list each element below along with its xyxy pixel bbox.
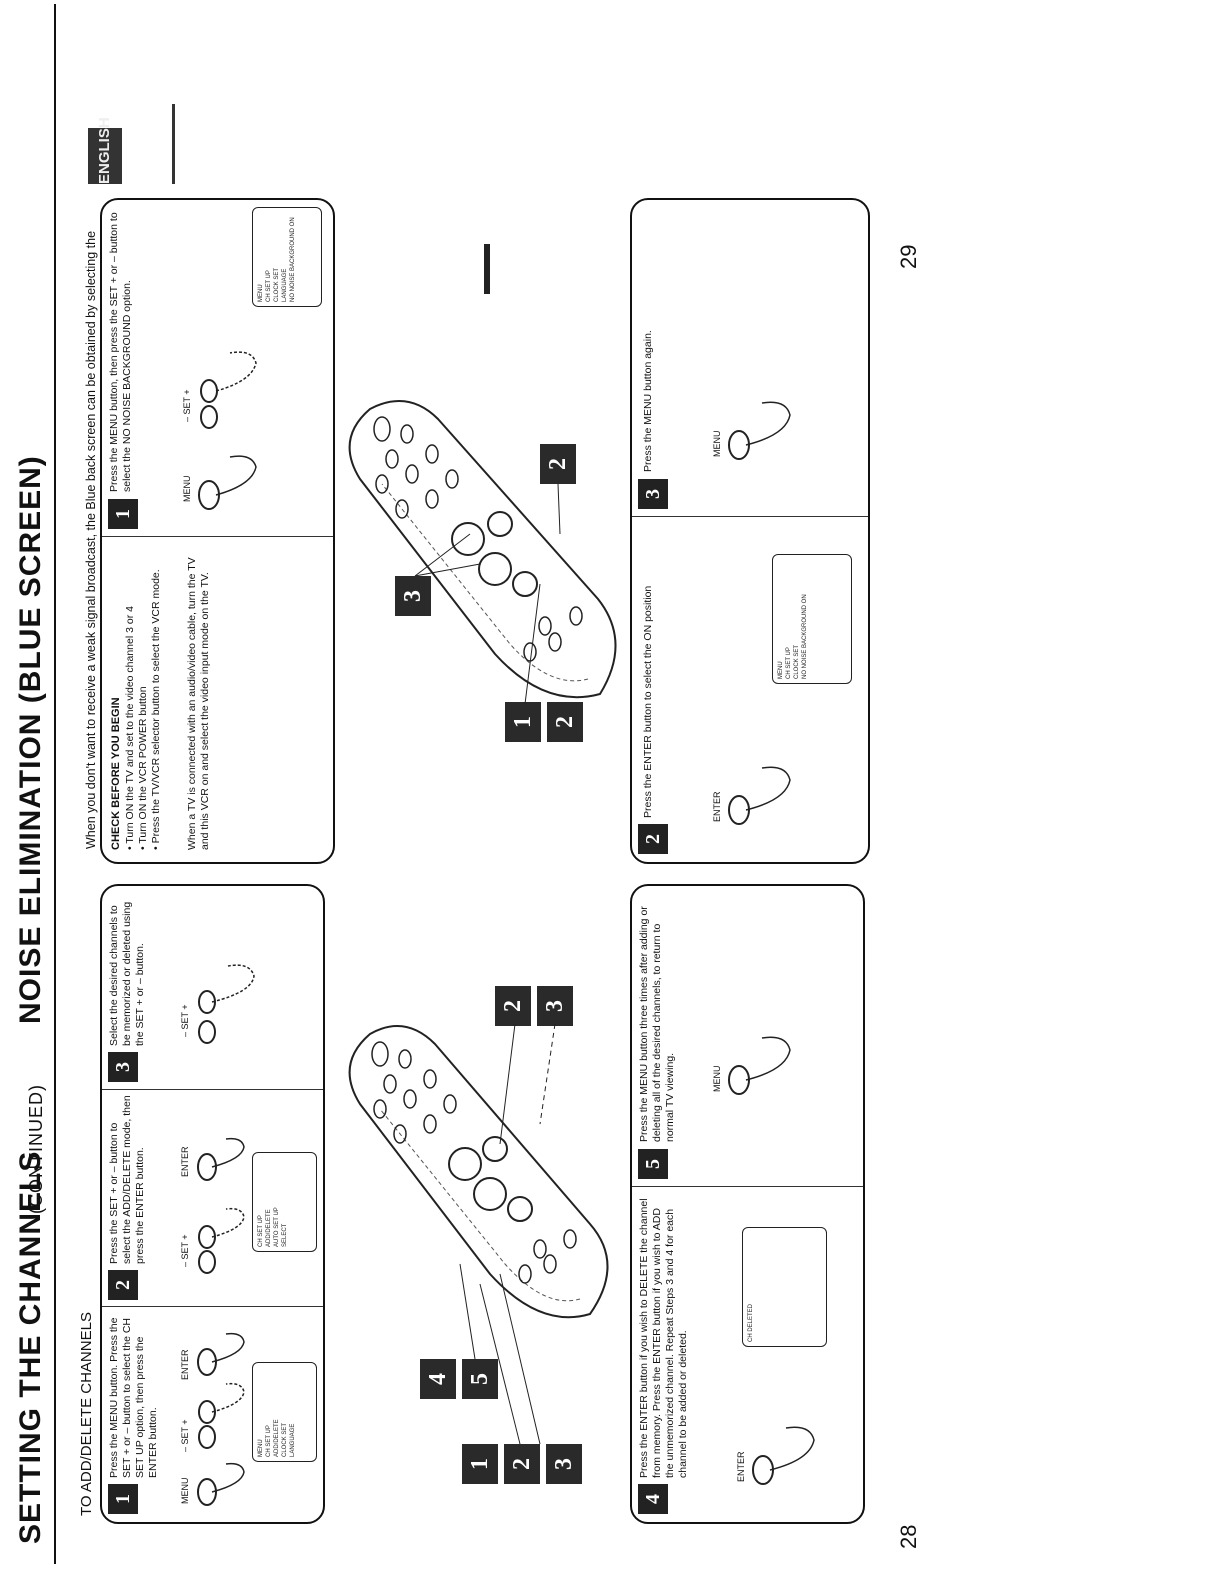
continued-label: (CONTINUED)	[26, 1084, 46, 1214]
right-step-3-text: Press the MENU button again.	[642, 330, 654, 472]
menu-label: MENU	[712, 1065, 722, 1093]
remote-control-icon	[348, 1025, 609, 1319]
right-step-1-text: Press the MENU button, then press the SE…	[108, 212, 133, 492]
left-top-panel: 1 Press the MENU button. Press the SET +…	[100, 884, 325, 1524]
right-bottom-panel: 2 Press the ENTER button to select the O…	[630, 198, 870, 864]
menu-label: MENU	[182, 475, 192, 503]
step-3-text: Select the desired channels to be memori…	[108, 901, 146, 1046]
callout-1: 1	[505, 702, 541, 742]
menu-label: MENU	[180, 1477, 190, 1505]
right-step-3-badge: 3	[638, 479, 668, 509]
left-subtitle: TO ADD/DELETE CHANNELS	[78, 1312, 95, 1516]
step-5-badge: 5	[638, 1149, 668, 1179]
hand-press-icon	[198, 964, 255, 1044]
callout-leader-lines	[459, 1023, 556, 1444]
callout-1: 1	[462, 1444, 498, 1484]
hand-press-icon	[728, 401, 791, 460]
check-bullet-2: • Turn ON the VCR POWER button	[137, 686, 149, 850]
header-rule	[54, 4, 56, 1564]
hand-press-icon	[197, 1137, 245, 1274]
english-tab: ENGLISH	[88, 117, 122, 184]
left-bottom-panel: 4 Press the ENTER button if you wish to …	[630, 884, 865, 1524]
right-step-1-badge: 1	[108, 499, 138, 529]
right-step-2-text: Press the ENTER button to select the ON …	[642, 585, 654, 818]
hand-press-icon	[197, 1332, 245, 1506]
right-step-2-badge: 2	[638, 824, 668, 854]
page-number-right: 29	[896, 244, 921, 269]
set-label: – SET +	[180, 1234, 190, 1267]
tab-mark	[172, 104, 175, 184]
right-title: NOISE ELIMINATION (BLUE SCREEN)	[14, 455, 47, 1024]
channel-screen: CH DELETED	[742, 1227, 827, 1347]
enter-label: ENTER	[180, 1349, 190, 1380]
set-label: – SET +	[182, 389, 192, 422]
step-2-text: Press the SET + or – button to select th…	[108, 1095, 146, 1264]
enter-label: ENTER	[736, 1451, 746, 1482]
page-number-left: 28	[896, 1524, 921, 1549]
step-5-text: Press the MENU button three times after …	[638, 906, 676, 1142]
right-top-panel: CHECK BEFORE YOU BEGIN • Turn ON the TV …	[100, 198, 335, 864]
enter-label: ENTER	[712, 791, 722, 822]
check-bullet-3: • Press the TV/VCR selector button to se…	[150, 569, 162, 850]
step-4-text: Press the ENTER button if you wish to DE…	[638, 1198, 689, 1478]
set-label: – SET +	[180, 1004, 190, 1037]
callout-2: 2	[547, 702, 583, 742]
step-4-badge: 4	[638, 1484, 668, 1514]
set-label: – SET +	[180, 1419, 190, 1452]
callout-leader-lines	[414, 483, 561, 704]
margin-mark	[484, 244, 490, 294]
step-3-badge: 3	[108, 1052, 138, 1082]
hand-press-icon	[728, 766, 791, 825]
callout-2: 2	[504, 1444, 540, 1484]
remote-control-icon	[348, 400, 617, 699]
check-title: CHECK BEFORE YOU BEGIN	[110, 697, 122, 850]
hand-press-icon	[752, 1426, 815, 1485]
step-1-badge: 1	[108, 1484, 138, 1514]
hand-press-icon	[198, 351, 257, 510]
step-2-badge: 2	[108, 1270, 138, 1300]
step-1-text: Press the MENU button. Press the SET + o…	[108, 1317, 159, 1478]
enter-label: ENTER	[180, 1146, 190, 1177]
check-bullet-1: • Turn ON the TV and set to the video ch…	[124, 606, 136, 850]
menu-label: MENU	[712, 430, 722, 458]
callout-3: 3	[546, 1444, 582, 1484]
hand-press-icon	[728, 1036, 791, 1095]
check-note: When a TV is connected with an audio/vid…	[186, 557, 211, 850]
